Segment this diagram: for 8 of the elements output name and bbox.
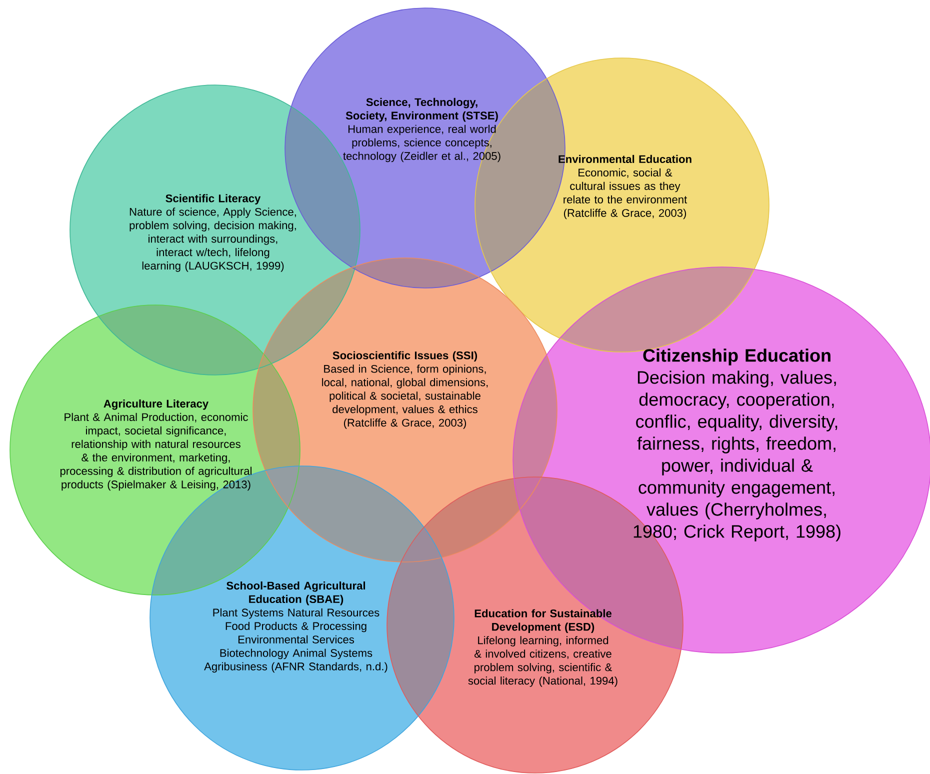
circle-text: Socioscientific Issues (SSI) Based in Science, form opinions, local, national, global dimensions, political & societal, sustainable development, values & ethics (Ratcliffe & Grace, 2003) bbox=[322, 351, 488, 429]
circle bbox=[252, 258, 558, 562]
circle-text: Education for Sustainable Development (ESD) Lifelong learning, informed & involved citizens, creative problem solving, scientific & social literacy (National, 1994) bbox=[468, 609, 618, 687]
circle-text: Agriculture Literacy Plant & Animal Production, economic impact, societal significance, relationship with natural resources & the environment, marketing, processing & distribution of agricultural products (Spielmaker & Leising, 2013) bbox=[60, 399, 252, 491]
circle-text: Scientific Literacy Nature of science, Apply Science, problem solving, decision making, interact with surroundings, interact w/tech, lifelong learning (LAUGKSCH, 1999) bbox=[130, 194, 296, 272]
circle-text: Environmental Education Economic, social & cultural issues as they relate to the environment (Ratcliffe & Grace, 2003) bbox=[558, 154, 692, 220]
circle bbox=[10, 304, 300, 596]
circle-text: School-Based Agricultural Education (SBAE) Plant Systems Natural Resources Food Products & Processing Environmental Services Biotechnology Animal Systems Agribusiness (AFNR Standards, n.d.) bbox=[204, 581, 388, 673]
